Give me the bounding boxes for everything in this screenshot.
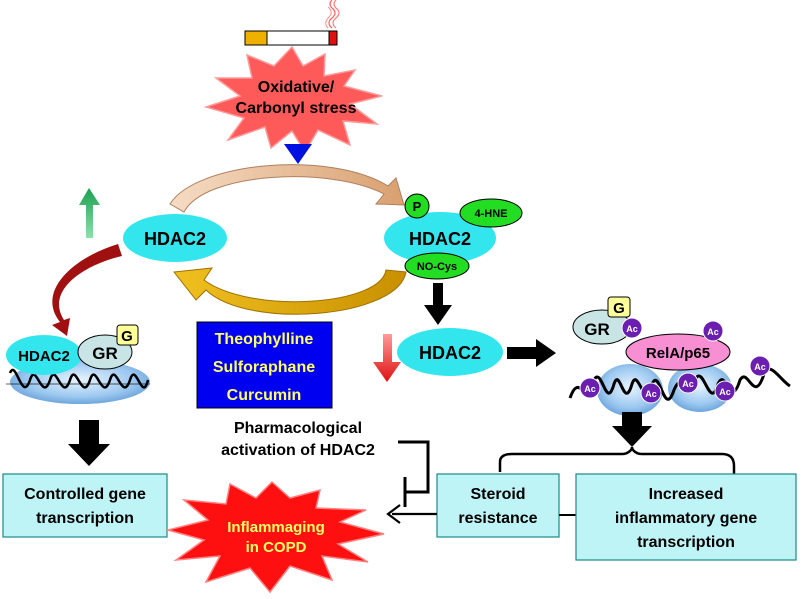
hne-badge <box>459 198 523 228</box>
hdac2-decrease-arrow <box>373 334 401 382</box>
inhibition-connector <box>398 440 430 494</box>
to-inflammaging-arrow <box>386 504 437 524</box>
cycle-bottom-arrow <box>173 267 407 315</box>
outcomes-bracket <box>498 446 736 474</box>
increased-box <box>575 473 797 561</box>
left-g-badge <box>116 324 139 346</box>
nocys-badge <box>404 252 470 280</box>
hdac2-active-label: HDAC2 <box>144 229 206 249</box>
steroid-box <box>436 473 560 538</box>
ac-label: Ac <box>584 384 596 394</box>
to-rela-arrow <box>507 339 556 367</box>
left-hdac2-label: HDAC2 <box>18 348 70 365</box>
steroid-label-line1: Steroid <box>470 486 525 503</box>
hdac2-active-ellipse <box>123 214 227 262</box>
left-gr-label: GR <box>92 344 118 363</box>
left-recruit-arrow <box>52 244 122 336</box>
drug-theophylline: Theophylline <box>215 331 314 348</box>
hdac2-increase-arrow <box>79 188 100 238</box>
ac-label: Ac <box>719 387 731 397</box>
pharm-label-line2: activation of HDAC2 <box>221 442 375 459</box>
hdac2-modified-label: HDAC2 <box>409 229 471 249</box>
degradation-arrow <box>424 283 452 325</box>
to-controlled-arrow <box>68 420 110 466</box>
nocys-label: NO-Cys <box>417 261 457 273</box>
rela-ellipse <box>625 333 731 371</box>
ac-label: Ac <box>645 389 657 399</box>
inflammaging-burst-shape <box>165 480 385 594</box>
controlled-label-line1: Controlled gene <box>24 486 146 503</box>
ac-label: Ac <box>626 324 638 334</box>
right-g-label: G <box>613 300 625 317</box>
hne-label: 4-HNE <box>474 208 507 220</box>
steroid-label-line2: resistance <box>458 510 537 527</box>
cigarette-icon <box>244 0 340 46</box>
ac-label: Ac <box>707 327 719 337</box>
drug-curcumin: Curcumin <box>227 387 302 404</box>
inflammaging-label-line2: in COPD <box>246 539 307 556</box>
rela-label: RelA/p65 <box>646 345 710 362</box>
drug-sulforaphane: Sulforaphane <box>213 359 315 376</box>
phospho-label: P <box>413 199 422 214</box>
inflammaging-label-line1: Inflammaging <box>227 519 325 536</box>
increased-label-line2: inflammatory gene <box>615 510 757 527</box>
stress-label-line2: Carbonyl stress <box>236 100 357 117</box>
hdac2-reduced-ellipse <box>397 328 503 376</box>
hdac2-modified-ellipse <box>384 212 496 264</box>
cycle-top-arrow <box>169 164 405 213</box>
hdac2-reduced-label: HDAC2 <box>419 343 481 363</box>
stress-label-line1: Oxidative/ <box>258 79 335 96</box>
ac-label: Ac <box>682 379 694 389</box>
to-outcomes-arrow <box>612 412 652 447</box>
left-hdac2-ellipse <box>6 335 82 375</box>
left-g-label: G <box>121 328 133 345</box>
pharm-label-line1: Pharmacological <box>234 420 362 437</box>
right-g-badge <box>607 296 631 318</box>
right-gr-label: GR <box>584 320 610 339</box>
drug-box <box>196 321 333 409</box>
increased-label-line1: Increased <box>649 486 724 503</box>
ac-badges: Ac Ac Ac Ac Ac Ac Ac <box>579 317 771 404</box>
stress-pointer-triangle <box>284 144 312 164</box>
controlled-label-line2: transcription <box>36 510 134 527</box>
controlled-box <box>2 473 168 538</box>
phospho-badge <box>404 193 430 219</box>
increased-label-line3: transcription <box>637 534 735 551</box>
ac-label: Ac <box>754 362 766 372</box>
